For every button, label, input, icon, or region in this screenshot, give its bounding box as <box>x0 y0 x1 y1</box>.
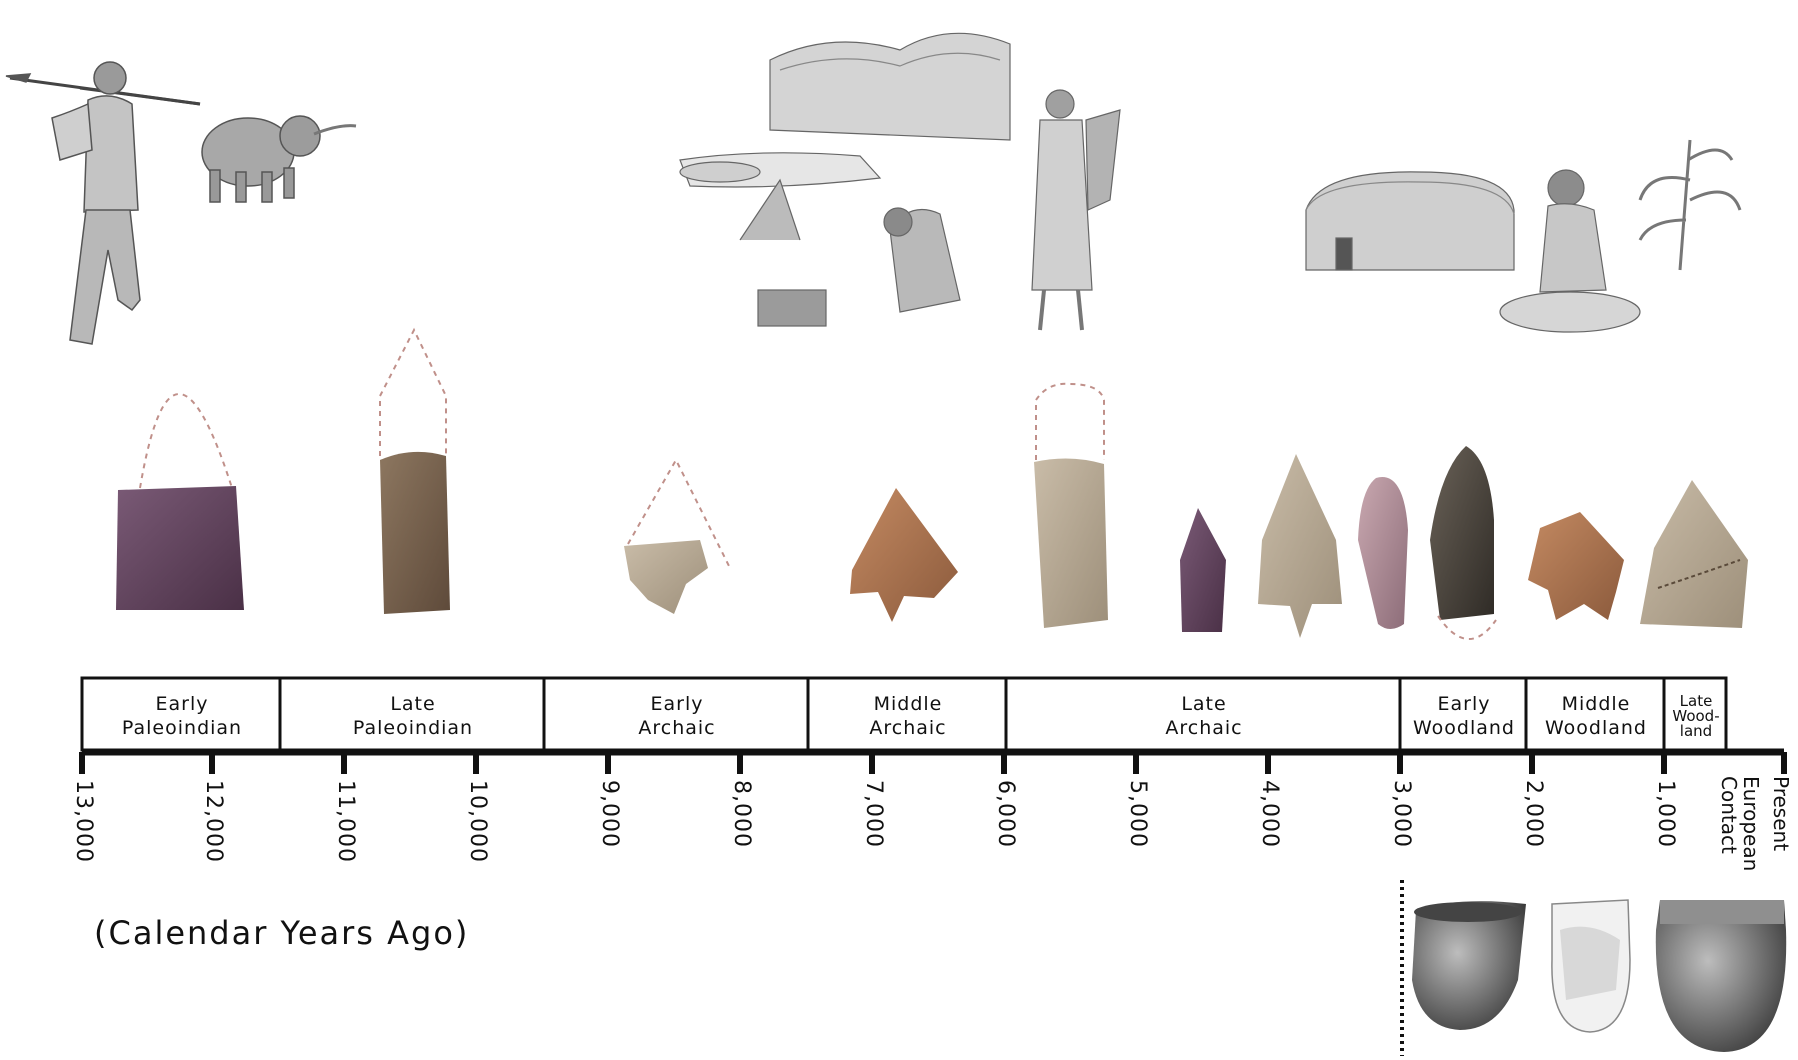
tick-label-5000: 5,000 <box>1125 780 1150 848</box>
tick-label-9000: 9,000 <box>597 780 622 848</box>
tick-label-10000: 10,000 <box>465 780 490 863</box>
tick-label-12000: 12,000 <box>201 780 226 863</box>
period-label-early-archaic: Early Archaic <box>546 686 808 746</box>
period-label-late-paleoindian: Late Paleoindian <box>282 686 544 746</box>
projectile-points <box>116 330 1748 639</box>
end-label-present: Present <box>1770 776 1792 851</box>
tick-label-6000: 6,000 <box>993 780 1018 848</box>
pottery-vessels <box>1412 900 1786 1052</box>
period-label-late-woodland: Late Wood- land <box>1666 686 1726 746</box>
end-label-european-contact: European Contact <box>1718 776 1762 871</box>
tick-label-4000: 4,000 <box>1257 780 1282 848</box>
period-label-early-paleoindian: Early Paleoindian <box>84 686 280 746</box>
tick-label-13000: 13,000 <box>71 780 96 863</box>
tick-label-11000: 11,000 <box>333 780 358 863</box>
period-label-early-woodland: Early Woodland <box>1402 686 1526 746</box>
period-label-late-archaic: Late Archaic <box>1008 686 1400 746</box>
tick-label-7000: 7,000 <box>861 780 886 848</box>
tick-label-2000: 2,000 <box>1521 780 1546 848</box>
tick-label-3000: 3,000 <box>1389 780 1414 848</box>
period-label-middle-woodland: Middle Woodland <box>1528 686 1664 746</box>
tick-label-1000: 1,000 <box>1653 780 1678 848</box>
paleoindian-hunter-illustration <box>6 62 356 344</box>
tick-label-8000: 8,000 <box>729 780 754 848</box>
archaic-camp-illustration <box>680 33 1120 330</box>
units-caption: (Calendar Years Ago) <box>94 914 469 952</box>
period-label-middle-archaic: Middle Archaic <box>810 686 1006 746</box>
woodland-longhouse-illustration <box>1306 140 1740 332</box>
